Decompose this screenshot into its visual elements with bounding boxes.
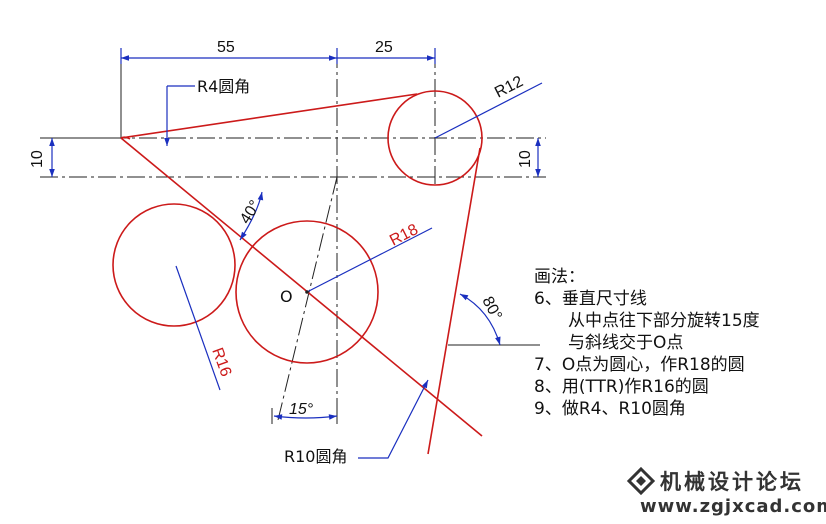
arc-dim-80 (459, 293, 501, 346)
notes-step7: 7、O点为圆心，作R18的圆 (534, 355, 745, 375)
leader-r18 (306, 227, 433, 293)
top-tangent-line (120, 93, 418, 139)
notes-step8: 8、用(TTR)作R16的圆 (534, 377, 709, 397)
point-o-marker (305, 290, 309, 294)
dim-text-55: 55 (217, 39, 235, 56)
notes-step6-line3: 与斜线交于O点 (568, 333, 684, 353)
dim-text-25: 25 (375, 39, 393, 56)
rotated-15-degree-line (277, 176, 338, 421)
label-r4-fillet: R4圆角 (197, 77, 250, 96)
watermark-url: www.zgjxcad.com (640, 496, 826, 517)
arc-dim-15 (273, 414, 338, 420)
watermark: 机械设计论坛 www.zgjxcad.com (626, 466, 826, 517)
dim-text-40: 40° (237, 198, 264, 228)
arc-dim-40 (239, 191, 264, 241)
notes-step9: 9、做R4、R10圆角 (534, 399, 686, 419)
leader-r16 (175, 265, 221, 391)
notes-title: 画法： (534, 267, 585, 287)
circle-r12 (387, 90, 483, 186)
dimension-lines (49, 48, 543, 459)
diagonal-line (120, 137, 483, 437)
leader-r12 (434, 82, 543, 139)
forum-logo-icon (626, 466, 656, 496)
line-80-degree (427, 147, 481, 455)
circle-r18 (235, 220, 379, 364)
dim-text-r16: R16 (208, 346, 234, 379)
geometry (112, 90, 483, 455)
notes-step6-line1: 6、垂直尺寸线 (534, 289, 647, 309)
drawing-method-notes: 画法： 6、垂直尺寸线 从中点往下部分旋转15度 与斜线交于O点 7、O点为圆心… (534, 266, 760, 420)
notes-step6-line2: 从中点往下部分旋转15度 (568, 311, 760, 331)
dim-text-80: 80° (478, 294, 504, 323)
circle-r16 (112, 203, 236, 327)
leader-r10 (358, 379, 429, 459)
dim-text-r12: R12 (492, 73, 526, 102)
dim-text-15: 15° (289, 401, 314, 418)
watermark-title: 机械设计论坛 (660, 470, 804, 494)
label-r10-fillet: R10圆角 (284, 447, 347, 466)
dim-text-r18: R18 (387, 221, 421, 250)
dim-text-right-10: 10 (517, 150, 534, 168)
dim-text-left-10: 10 (29, 150, 46, 168)
label-point-o: O (280, 287, 293, 306)
